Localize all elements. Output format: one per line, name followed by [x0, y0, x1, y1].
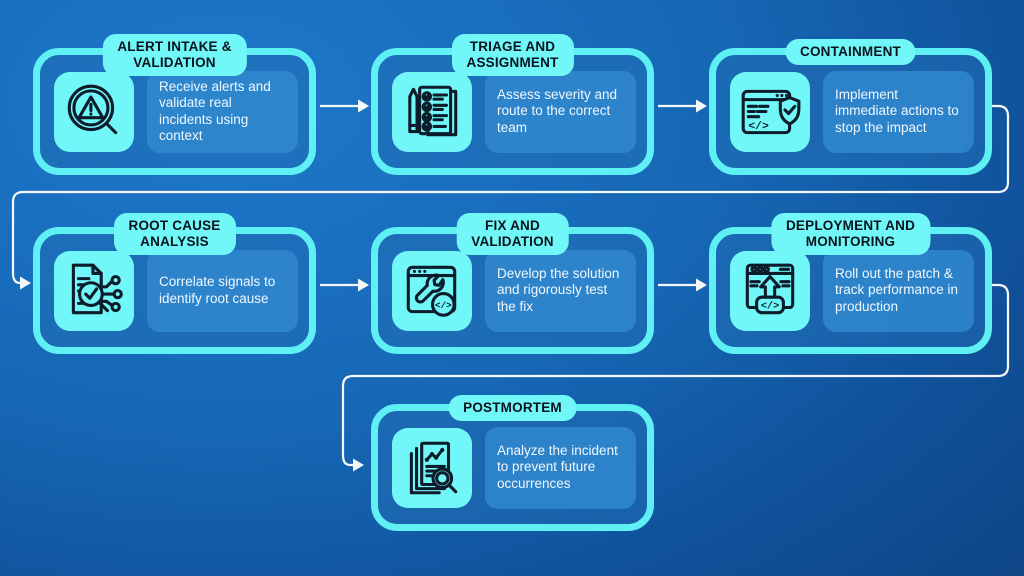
step-title-pill: ROOT CAUSE ANALYSIS — [113, 213, 236, 255]
svg-text:</>: </> — [435, 300, 452, 311]
svg-text:</>: </> — [761, 300, 780, 312]
step-title-pill: FIX AND VALIDATION — [456, 213, 569, 255]
step-description: Implement immediate actions to stop the … — [835, 86, 959, 135]
step-title-line2: ANALYSIS — [140, 233, 209, 249]
step-description-panel: Receive alerts and validate real inciden… — [147, 70, 298, 153]
step-description-panel: Implement immediate actions to stop the … — [823, 70, 974, 153]
step-description: Receive alerts and validate real inciden… — [159, 78, 271, 143]
step-alert-intake-validation: ALERT INTAKE & VALIDATION Receive alerts… — [33, 34, 316, 175]
browser-deploy-code-icon: </> — [730, 250, 810, 331]
step-title-pill: ALERT INTAKE & VALIDATION — [102, 34, 247, 76]
step-description: Roll out the patch & track performance i… — [835, 265, 959, 314]
step-title-line2: VALIDATION — [133, 54, 216, 70]
step-title-line1: TRIAGE AND — [469, 39, 556, 54]
browser-wrench-code-icon: </> — [392, 250, 472, 331]
step-title-line2: VALIDATION — [471, 233, 554, 249]
step-description: Correlate signals to identify root cause — [159, 274, 276, 306]
step-description-panel: Correlate signals to identify root cause — [147, 249, 298, 332]
step-title-pill: POSTMORTEM — [448, 395, 577, 421]
step-deployment-monitoring: DEPLOYMENT AND MONITORING </> — [709, 213, 992, 354]
step-title-line2: MONITORING — [805, 233, 896, 249]
step-title-line1: DEPLOYMENT AND — [785, 218, 916, 233]
step-description-panel: Develop the solution and rigorously test… — [485, 249, 636, 332]
step-description-panel: Roll out the patch & track performance i… — [823, 249, 974, 332]
step-description-panel: Assess severity and route to the correct… — [485, 70, 636, 153]
step-title-pill: CONTAINMENT — [785, 39, 916, 65]
step-title-line1: ROOT CAUSE — [128, 218, 221, 233]
step-containment: CONTAINMENT </> Implement immediate acti… — [709, 39, 992, 175]
report-chart-magnifier-icon — [392, 427, 472, 508]
browser-shield-icon: </> — [730, 71, 810, 152]
step-description: Analyze the incident to prevent future o… — [497, 442, 618, 491]
step-title-line1: POSTMORTEM — [463, 400, 562, 415]
step-fix-validation: FIX AND VALIDATION </> Develop the solut… — [371, 213, 654, 354]
step-postmortem: POSTMORTEM Analyze th — [371, 395, 654, 531]
document-magnifier-network-icon — [54, 250, 134, 331]
step-root-cause-analysis: ROOT CAUSE ANALYSIS — [33, 213, 316, 354]
step-title-line2: ASSIGNMENT — [466, 54, 559, 70]
checklist-pencil-icon — [392, 71, 472, 152]
step-title-pill: DEPLOYMENT AND MONITORING — [770, 213, 931, 255]
step-description-panel: Analyze the incident to prevent future o… — [485, 426, 636, 509]
step-title-line1: CONTAINMENT — [800, 44, 901, 59]
step-description: Develop the solution and rigorously test… — [497, 265, 620, 314]
step-description: Assess severity and route to the correct… — [497, 86, 618, 135]
step-title-line1: FIX AND — [485, 218, 540, 233]
step-triage-assignment: TRIAGE AND ASSIGNMENT — [371, 34, 654, 175]
alert-warning-magnifier-icon — [54, 71, 134, 152]
step-title-pill: TRIAGE AND ASSIGNMENT — [451, 34, 574, 76]
step-title-line1: ALERT INTAKE & — [117, 39, 232, 54]
svg-text:</>: </> — [748, 121, 769, 133]
